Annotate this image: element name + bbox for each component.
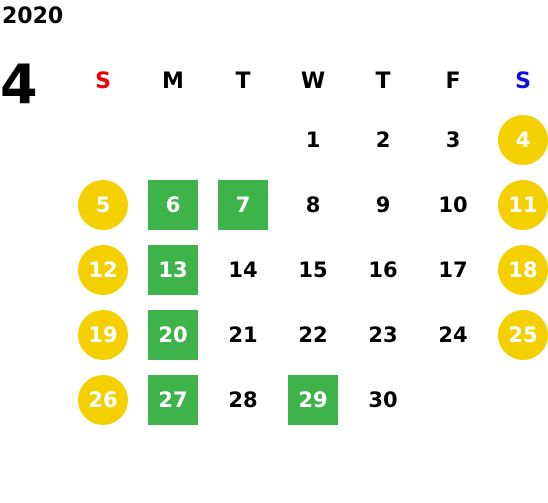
date-number: 16 [368, 257, 398, 282]
day-cell [208, 107, 278, 172]
day-cell: 19 [68, 302, 138, 367]
day-cell: 26 [68, 367, 138, 432]
day-cell [68, 107, 138, 172]
weekday-tue: T [235, 68, 251, 94]
day-cell: 17 [418, 237, 488, 302]
date-number: 10 [438, 192, 468, 217]
day-cell: 21 [208, 302, 278, 367]
marked-date: 13 [148, 244, 198, 295]
day-cell: 8 [278, 172, 348, 237]
day-cell: 28 [208, 367, 278, 432]
holiday-date: 25 [498, 309, 548, 360]
date-number: 30 [368, 387, 398, 412]
date-number: 23 [368, 322, 398, 347]
marked-date: 20 [148, 309, 198, 360]
date-number: 17 [438, 257, 468, 282]
day-cell: 9 [348, 172, 418, 237]
day-cell: 12 [68, 237, 138, 302]
holiday-date: 19 [78, 309, 128, 360]
date-number [498, 375, 548, 425]
date-number: 3 [445, 127, 461, 152]
holiday-date: 18 [498, 244, 548, 295]
day-cell: 7 [208, 172, 278, 237]
date-number: 2 [375, 127, 391, 152]
day-cell: 25 [488, 302, 548, 367]
day-cell: 2 [348, 107, 418, 172]
weekday-sun: S [95, 68, 111, 94]
weekday-wed: W [300, 68, 326, 94]
date-number: 24 [438, 322, 468, 347]
day-cell [488, 367, 548, 432]
holiday-date: 5 [78, 179, 128, 230]
holiday-date: 4 [498, 114, 548, 165]
weekday-sat: S [515, 68, 531, 94]
day-cell: 30 [348, 367, 418, 432]
day-cell [138, 107, 208, 172]
day-cell: 5 [68, 172, 138, 237]
date-number: 9 [375, 192, 391, 217]
weekday-thu: T [375, 68, 391, 94]
day-cell: 15 [278, 237, 348, 302]
day-cell: 20 [138, 302, 208, 367]
day-cell: 13 [138, 237, 208, 302]
day-cell: 1 [278, 107, 348, 172]
day-cell: 23 [348, 302, 418, 367]
date-number: 28 [228, 387, 258, 412]
day-cell: 18 [488, 237, 548, 302]
day-cell: 4 [488, 107, 548, 172]
date-number: 22 [298, 322, 328, 347]
marked-date: 27 [148, 374, 198, 425]
month-label: 4 [0, 53, 38, 116]
day-cell: 27 [138, 367, 208, 432]
date-number: 8 [305, 192, 321, 217]
date-number [218, 115, 268, 165]
date-number [428, 375, 478, 425]
day-cell: 14 [208, 237, 278, 302]
day-cell: 22 [278, 302, 348, 367]
date-number: 15 [298, 257, 328, 282]
date-number [78, 115, 128, 165]
date-number [148, 115, 198, 165]
day-cell: 3 [418, 107, 488, 172]
date-number: 1 [305, 127, 321, 152]
day-cell: 16 [348, 237, 418, 302]
weekday-fri: F [445, 68, 461, 94]
day-cell: 10 [418, 172, 488, 237]
year-label: 2020 [2, 4, 64, 29]
holiday-date: 12 [78, 244, 128, 295]
date-number: 14 [228, 257, 258, 282]
weekday-mon: M [162, 68, 184, 94]
holiday-date: 26 [78, 374, 128, 425]
marked-date: 7 [218, 179, 268, 230]
marked-date: 29 [288, 374, 338, 425]
day-cell: 24 [418, 302, 488, 367]
day-cell: 29 [278, 367, 348, 432]
marked-date: 6 [148, 179, 198, 230]
date-number: 21 [228, 322, 258, 347]
day-cell: 11 [488, 172, 548, 237]
holiday-date: 11 [498, 179, 548, 230]
day-cell: 6 [138, 172, 208, 237]
day-cell [418, 367, 488, 432]
